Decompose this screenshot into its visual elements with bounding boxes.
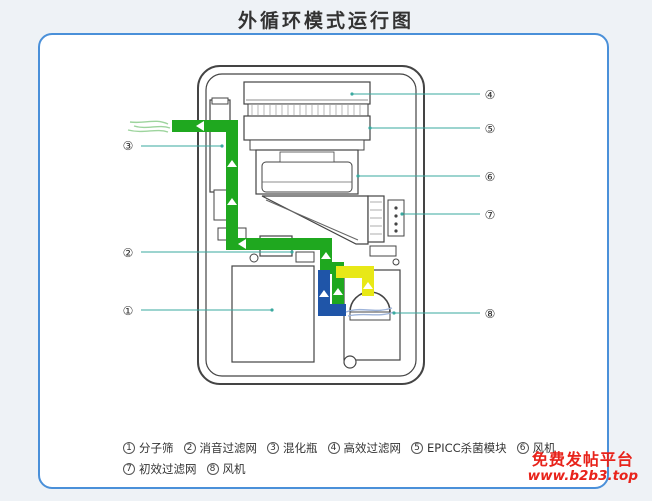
legend-number: 7 (123, 463, 135, 475)
callout-3: ③ (123, 139, 134, 153)
molecular-sieve (231, 265, 315, 363)
legend-number: 5 (411, 442, 423, 454)
callout-5: ⑤ (485, 122, 496, 136)
watermark-line-2: www.b2b3.top (527, 467, 638, 484)
machine-inner-body (205, 73, 417, 377)
primary-filter (367, 195, 385, 243)
legend-label: 混化瓶 (283, 441, 318, 455)
legend-item: 3 混化瓶 (267, 440, 318, 456)
diagram-title: 外循环模式运行图 (237, 10, 414, 32)
legend-item: 1 分子筛 (123, 440, 174, 456)
legend-item: 5 EPICC杀菌模块 (411, 440, 507, 456)
legend-number: 4 (327, 442, 340, 454)
fan-6 (261, 161, 353, 193)
control-panel (387, 199, 405, 237)
legend-number: 1 (123, 442, 135, 454)
legend-number: 6 (516, 442, 529, 454)
legend-label: EPICC杀菌模块 (427, 441, 507, 455)
epicc-module (243, 115, 371, 141)
callout-7: ⑦ (485, 208, 496, 222)
machine-outer-body (197, 65, 425, 385)
legend-label: 分子筛 (139, 441, 174, 455)
air-streaks-right (345, 307, 395, 317)
legend-label: 消音过滤网 (199, 441, 258, 455)
slanted-duct (261, 195, 369, 245)
airflow-arrows (196, 121, 373, 297)
watermark-line-1: 免费发帖平台 (531, 450, 634, 469)
legend-label: 高效过滤网 (343, 441, 402, 455)
legend-item: 7 初效过滤网 (123, 461, 197, 477)
air-streaks-left (127, 120, 171, 133)
hepa-filter (247, 103, 369, 117)
callout-8: ⑧ (485, 307, 496, 321)
callout-1: ① (123, 304, 134, 318)
legend-label: 风机 (222, 462, 246, 476)
legend-number: 3 (267, 442, 279, 454)
airflow-green (172, 120, 344, 308)
legend-label: 初效过滤网 (139, 462, 197, 476)
callout-4: ④ (485, 88, 496, 102)
callout-2: ② (123, 246, 134, 260)
watermark: 免费发帖平台 www.b2b3.top (527, 450, 638, 484)
callout-6: ⑥ (485, 170, 496, 184)
legend-number: 2 (183, 442, 196, 454)
legend-label: 风机 (532, 441, 556, 455)
leader-lines (141, 93, 480, 314)
legend-number: 8 (206, 463, 219, 475)
